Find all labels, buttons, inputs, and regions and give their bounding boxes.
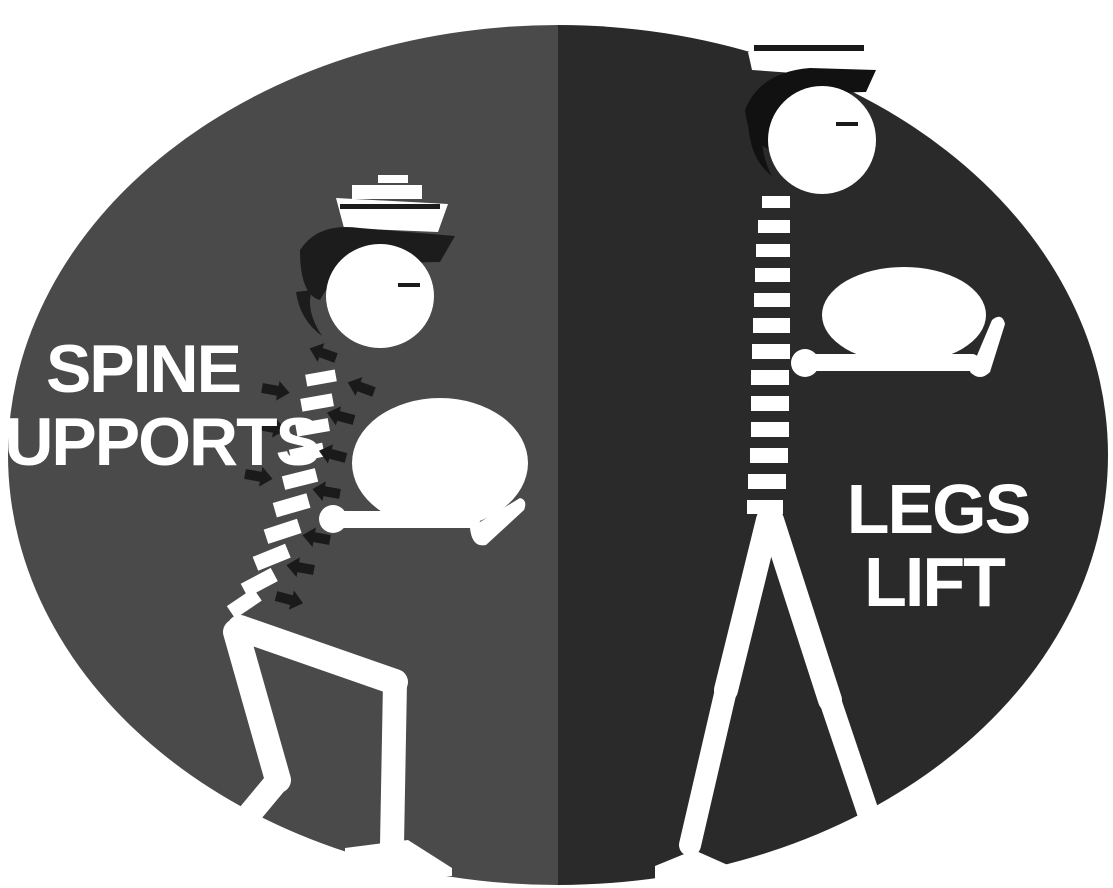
label-supports: SUPPORTS xyxy=(0,404,319,480)
right-head xyxy=(768,86,876,194)
left-load xyxy=(352,398,528,528)
left-arm xyxy=(330,511,480,528)
label-lift: LIFT xyxy=(864,543,1005,621)
right-hat-icon xyxy=(748,10,868,78)
right-arm xyxy=(798,354,980,371)
label-legs: LEGS xyxy=(847,470,1030,548)
right-eye xyxy=(836,122,858,126)
label-spine: SPINE xyxy=(46,331,240,407)
left-head xyxy=(326,244,434,348)
left-shoes xyxy=(160,840,452,880)
right-load xyxy=(822,267,986,363)
left-eye xyxy=(398,283,420,287)
